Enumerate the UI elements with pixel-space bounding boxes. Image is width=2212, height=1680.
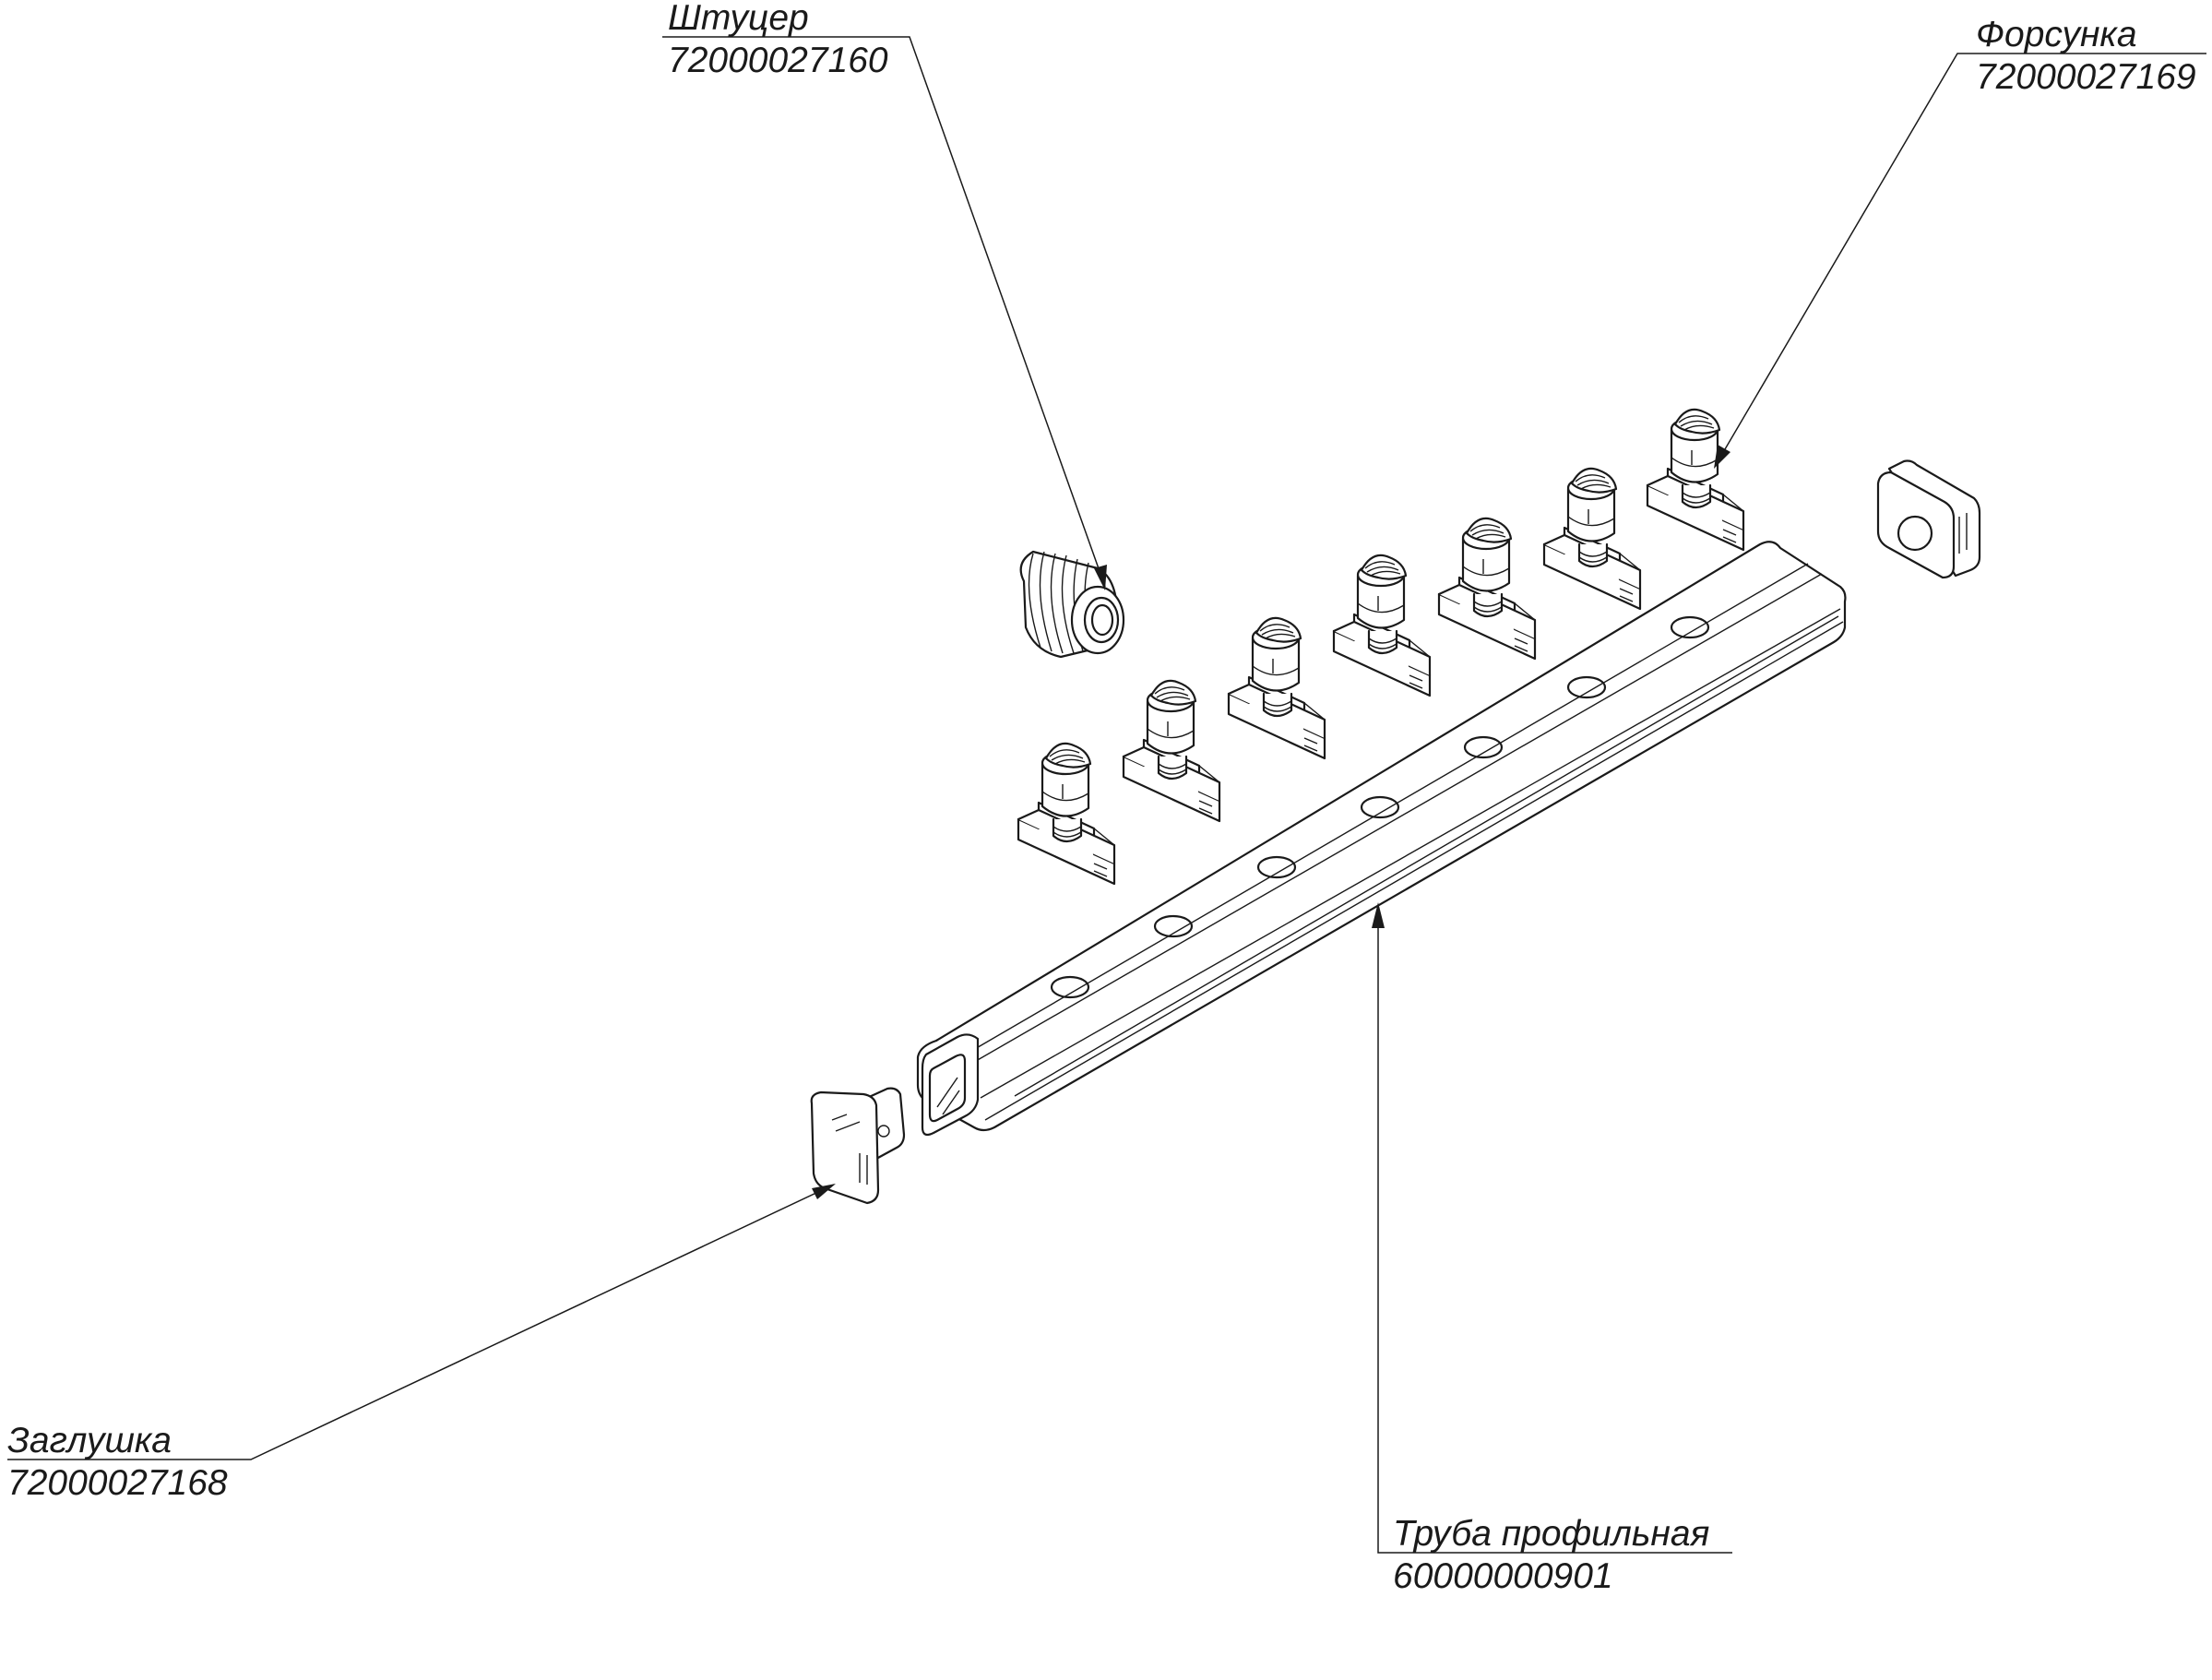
callout-nozzle: Форсунка 72000027169 [1976,15,2196,97]
end-plug-right [1876,459,1981,579]
nozzle-code: 72000027169 [1976,57,2196,97]
callout-fitting: Штуцер 72000027160 [668,0,888,80]
leader-lines [7,36,2206,1554]
nozzle [1646,408,1745,552]
fitting-name: Штуцер [668,0,809,38]
nozzle [1227,616,1326,760]
pipe-code: 60000000901 [1393,1556,1613,1596]
nozzle [1332,554,1432,697]
nozzle [1017,742,1116,886]
profile-pipe [916,541,1847,1137]
plug-code: 72000027168 [7,1463,228,1503]
threaded-fitting [1019,550,1125,659]
fitting-code: 72000027160 [668,41,888,80]
nozzle [1542,467,1642,611]
callout-plug: Заглушка 72000027168 [7,1421,228,1503]
nozzle [1122,679,1221,823]
callout-pipe: Труба профильная 60000000901 [1393,1514,1710,1596]
nozzle [1437,517,1537,661]
nozzle-name: Форсунка [1976,15,2137,54]
pipe-name: Труба профильная [1393,1514,1710,1554]
end-plug-left [810,1087,906,1205]
pipe-holes [1050,615,1710,999]
plug-name: Заглушка [7,1421,172,1460]
